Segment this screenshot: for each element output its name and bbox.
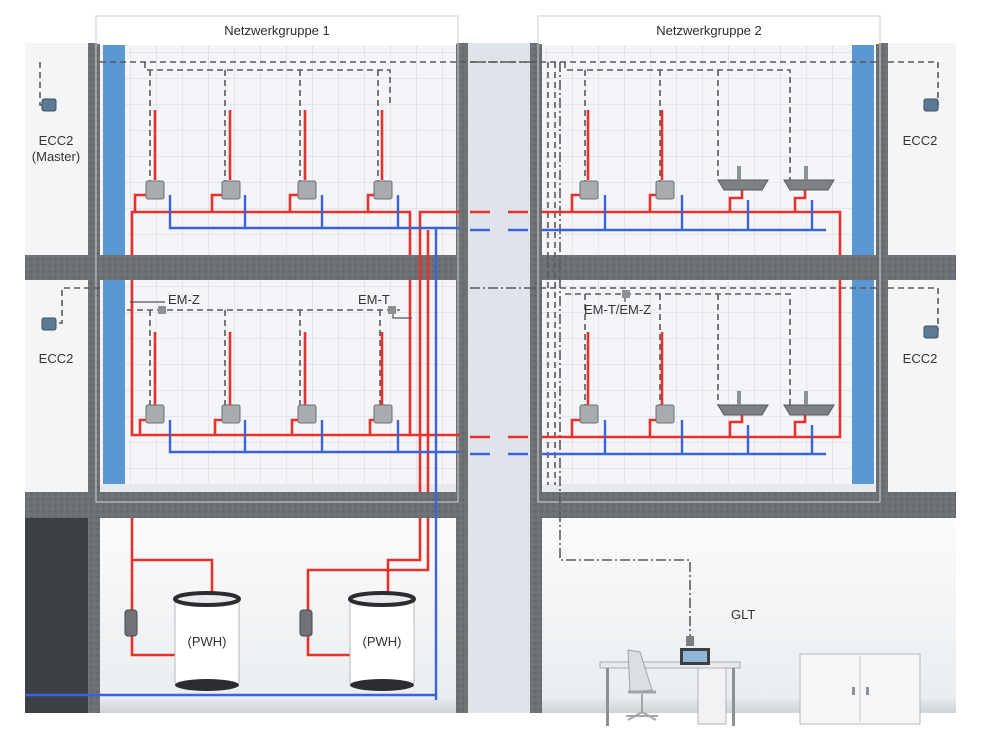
left-shaft-upper <box>103 45 125 255</box>
group1-header <box>97 17 457 44</box>
glt-lines <box>470 61 691 640</box>
group2-title: Netzwerkgruppe 2 <box>656 23 762 38</box>
wall-right-outer <box>876 43 888 515</box>
pwh-right-label: (PWH) <box>362 634 402 649</box>
em-sensors <box>158 290 630 314</box>
em-z-label: EM-Z <box>168 292 200 307</box>
group2-header <box>539 17 879 44</box>
circulation-pumps <box>124 609 313 637</box>
slab-lower-right <box>530 492 956 518</box>
right-lower-floor <box>542 484 876 492</box>
right-shaft-lower <box>852 280 874 485</box>
ecc2-right-lower-label: ECC2 <box>902 351 938 366</box>
pwh-tank-right <box>348 591 416 691</box>
ecc2-master-label: ECC2 <box>38 133 74 148</box>
cold-water-pipes <box>25 195 826 700</box>
pwh-left-label: (PWH) <box>187 634 227 649</box>
right-shaft-upper <box>852 45 874 255</box>
group2-frame <box>537 15 881 503</box>
glt-workstation <box>599 636 741 726</box>
em-t-label: EM-T <box>358 292 390 307</box>
central-gap <box>468 43 530 713</box>
em-leaders <box>130 298 626 319</box>
wall-left-inner <box>456 43 468 713</box>
slab-upper-right <box>530 255 956 280</box>
glt-label: GLT <box>731 607 756 622</box>
right-lower-room <box>540 280 878 485</box>
ecc2-master-sublabel: (Master) <box>31 149 81 164</box>
hot-water-pipes <box>130 110 842 657</box>
left-lower-floor <box>100 484 456 492</box>
left-shaft-lower <box>103 280 125 485</box>
cabinet <box>799 653 921 725</box>
washbasins <box>717 166 835 416</box>
group1-title: Netzwerkgruppe 1 <box>224 23 330 38</box>
pwh-tank-left <box>173 591 241 691</box>
flush-valves <box>145 180 675 424</box>
wall-right-inner <box>530 43 542 713</box>
ecc2-left-lower-label: ECC2 <box>38 351 74 366</box>
em-t-em-z-label: EM-T/EM-Z <box>584 302 652 317</box>
right-upper-room <box>540 45 878 255</box>
ecc2-right-upper-label: ECC2 <box>902 133 938 148</box>
left-basement-floor <box>100 700 456 713</box>
group1-frame <box>95 15 459 503</box>
left-upper-room <box>98 45 460 255</box>
ecc2-controllers <box>41 98 939 339</box>
wall-left-outer <box>88 43 100 713</box>
left-dark-room <box>25 515 90 713</box>
